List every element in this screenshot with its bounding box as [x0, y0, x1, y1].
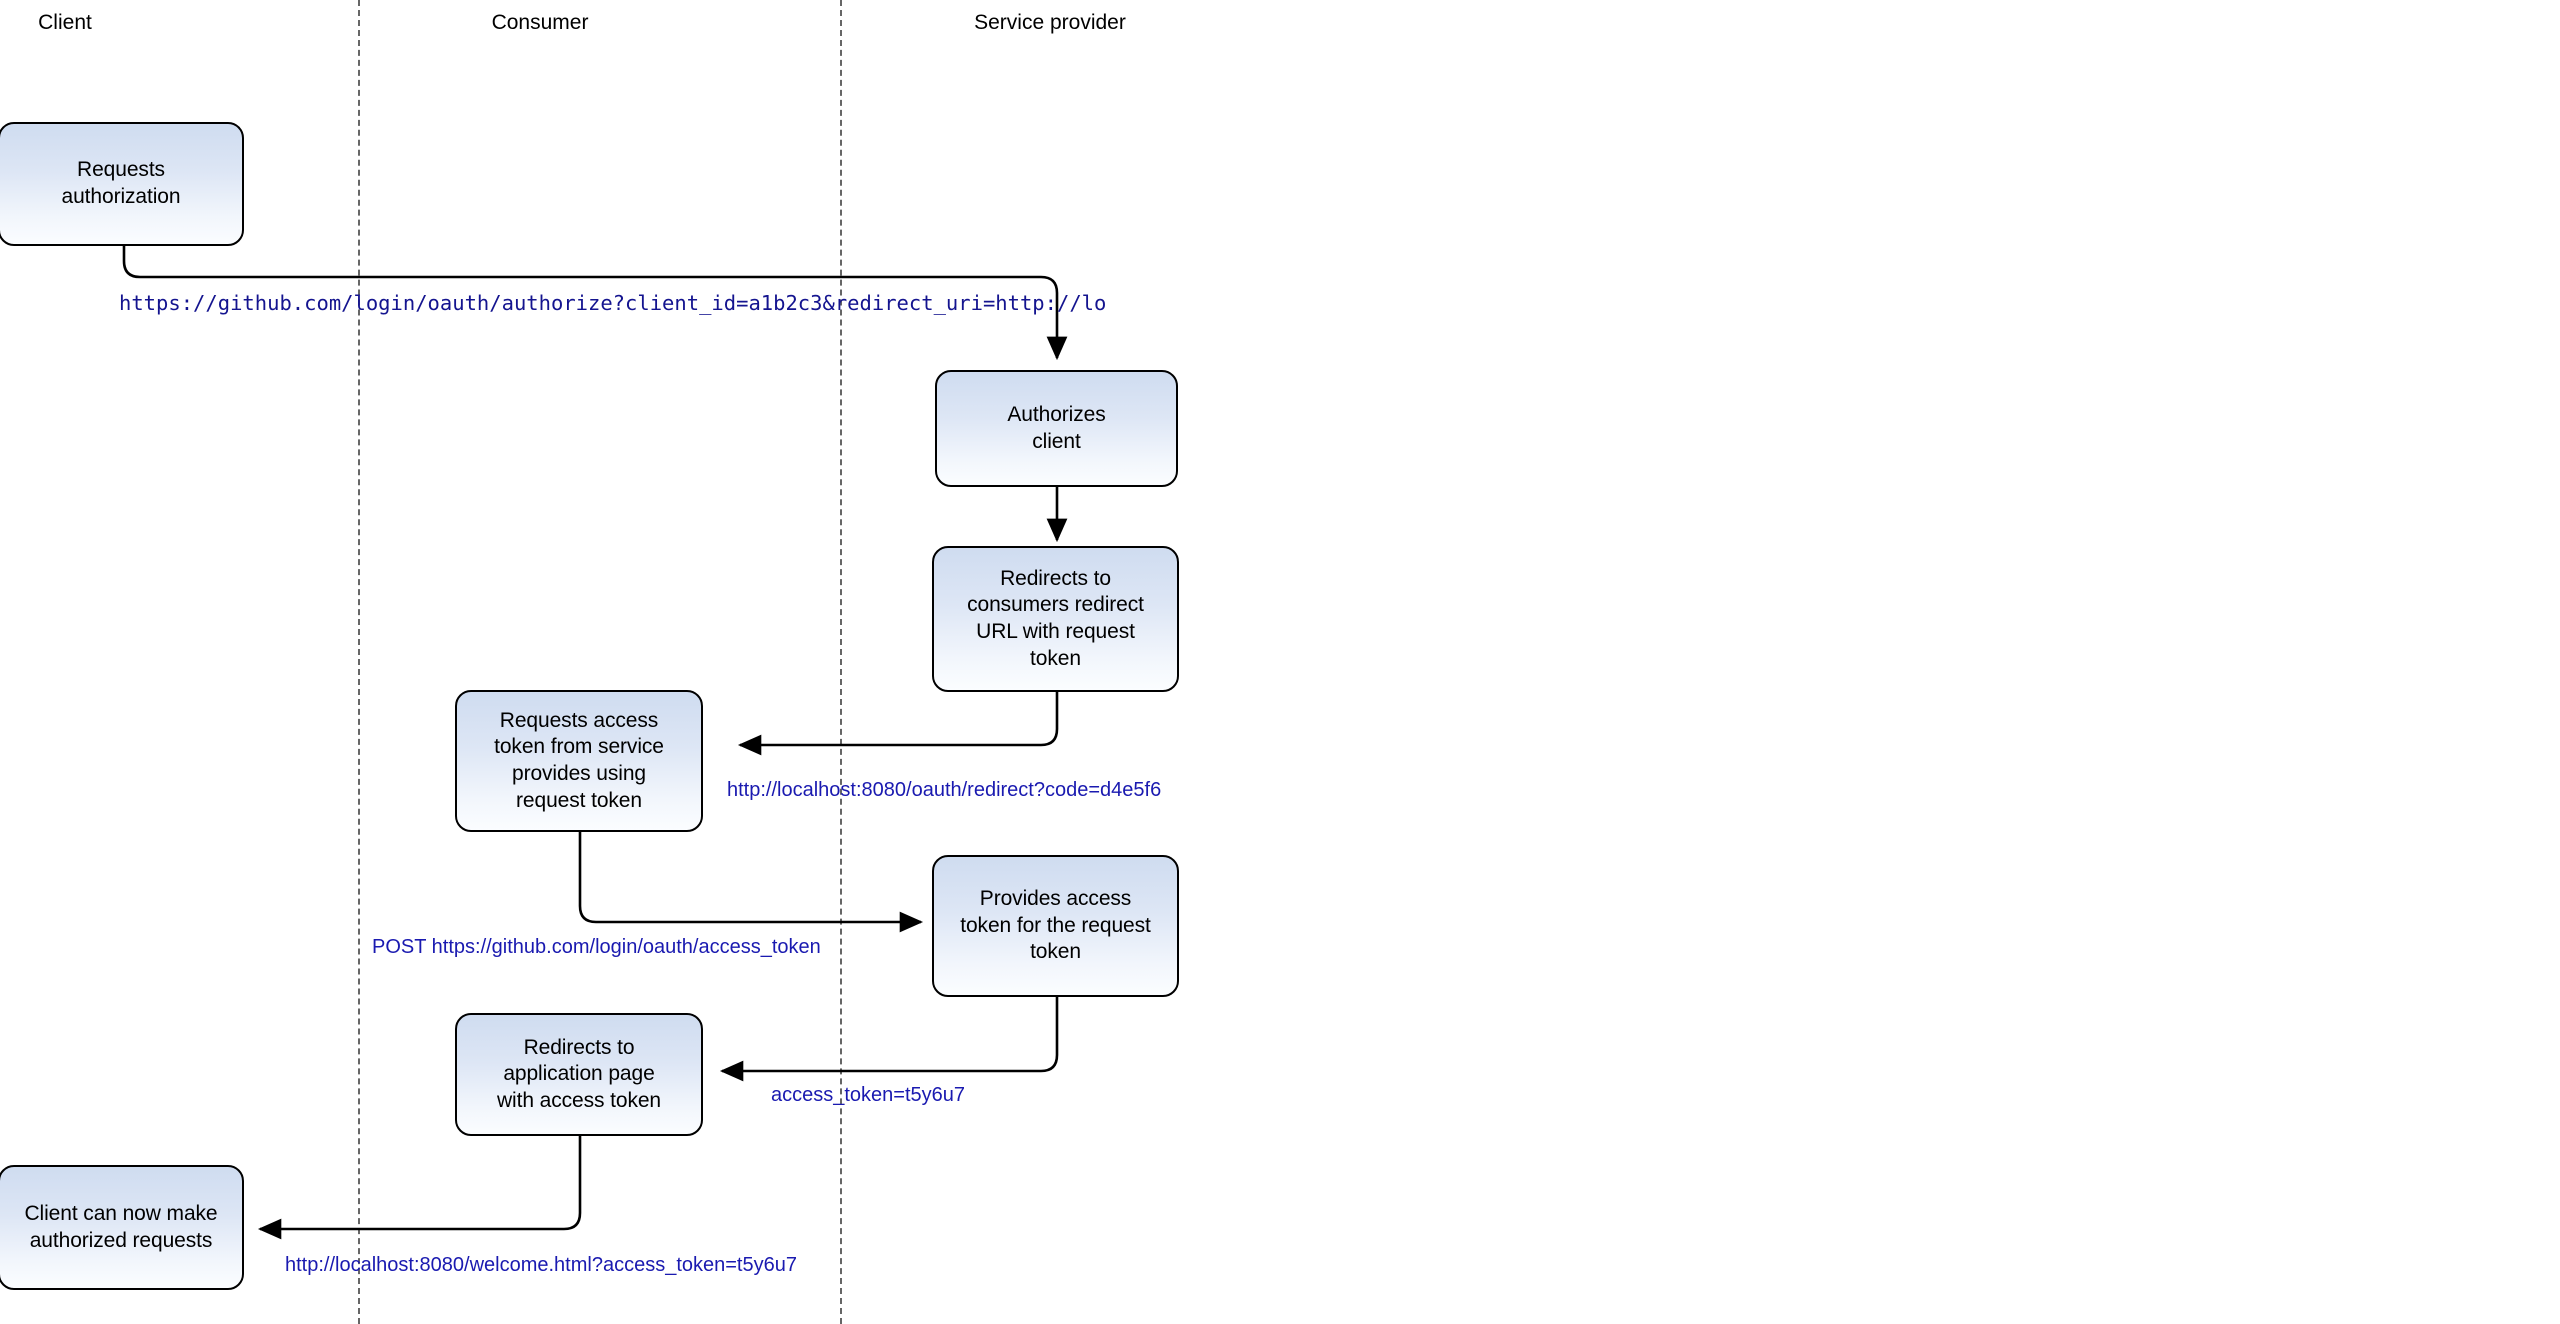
node-line: token from service	[494, 735, 664, 759]
node-requests-authorization[interactable]: Requests authorization	[0, 122, 244, 246]
node-line: Redirects to	[1000, 566, 1111, 590]
node-line: authorized requests	[29, 1228, 213, 1252]
edge-redirects-to-consumer-to-requests-access-token	[737, 692, 1059, 756]
node-redirects-to-app-page[interactable]: Redirects to application page with acces…	[455, 1013, 703, 1136]
edge-label-access-token-post: POST https://github.com/login/oauth/acce…	[372, 936, 821, 958]
node-line: URL with request	[976, 620, 1135, 643]
edge-redirects-to-app-page-to-client-authorized	[257, 1136, 582, 1240]
node-line: Client can now make	[24, 1201, 218, 1225]
node-provides-access-token[interactable]: Provides access token for the request to…	[932, 855, 1179, 997]
lane-divider-client-consumer	[358, 0, 360, 1324]
edge-provides-access-token-to-redirects-to-app-page	[719, 997, 1059, 1082]
edge-label-access-token-value: access_token=t5y6u7	[771, 1084, 966, 1106]
node-line: Requests	[77, 158, 165, 182]
edge-requests-access-token-to-provides-access-token	[578, 832, 924, 933]
node-line: application page	[503, 1062, 655, 1086]
edge-label-authorize-url: https://github.com/login/oauth/authorize…	[119, 291, 1107, 315]
lane-title-service-provider: Service provider	[974, 11, 1126, 34]
node-line: token for the request	[960, 913, 1151, 937]
node-line: with access token	[496, 1088, 662, 1112]
node-line: Provides access	[979, 887, 1132, 911]
node-line: token	[1030, 940, 1081, 964]
lane-title-client: Client	[38, 11, 92, 34]
node-client-authorized[interactable]: Client can now make authorized requests	[0, 1165, 244, 1290]
edge-label-welcome-url: http://localhost:8080/welcome.html?acces…	[285, 1254, 797, 1276]
edge-label-redirect-code-url: http://localhost:8080/oauth/redirect?cod…	[727, 779, 1162, 801]
node-line: Requests access	[499, 708, 659, 732]
lane-divider-consumer-service-provider	[840, 0, 842, 1324]
node-line: client	[1032, 429, 1081, 453]
node-line: provides using	[511, 762, 646, 785]
node-line: token	[1030, 646, 1081, 670]
node-line: consumers redirect	[967, 593, 1144, 617]
node-redirects-to-consumer[interactable]: Redirects to consumers redirect URL with…	[932, 546, 1179, 692]
lane-title-consumer: Consumer	[491, 11, 589, 34]
node-line: request token	[516, 788, 642, 812]
node-requests-access-token[interactable]: Requests access token from service provi…	[455, 690, 703, 832]
node-line: Redirects to	[523, 1035, 635, 1059]
node-line: authorization	[61, 185, 181, 208]
node-authorizes-client[interactable]: Authorizes client	[935, 370, 1178, 487]
node-line: Authorizes	[1007, 402, 1106, 426]
edge-requests-authorization-to-authorizes-client	[122, 246, 1068, 361]
